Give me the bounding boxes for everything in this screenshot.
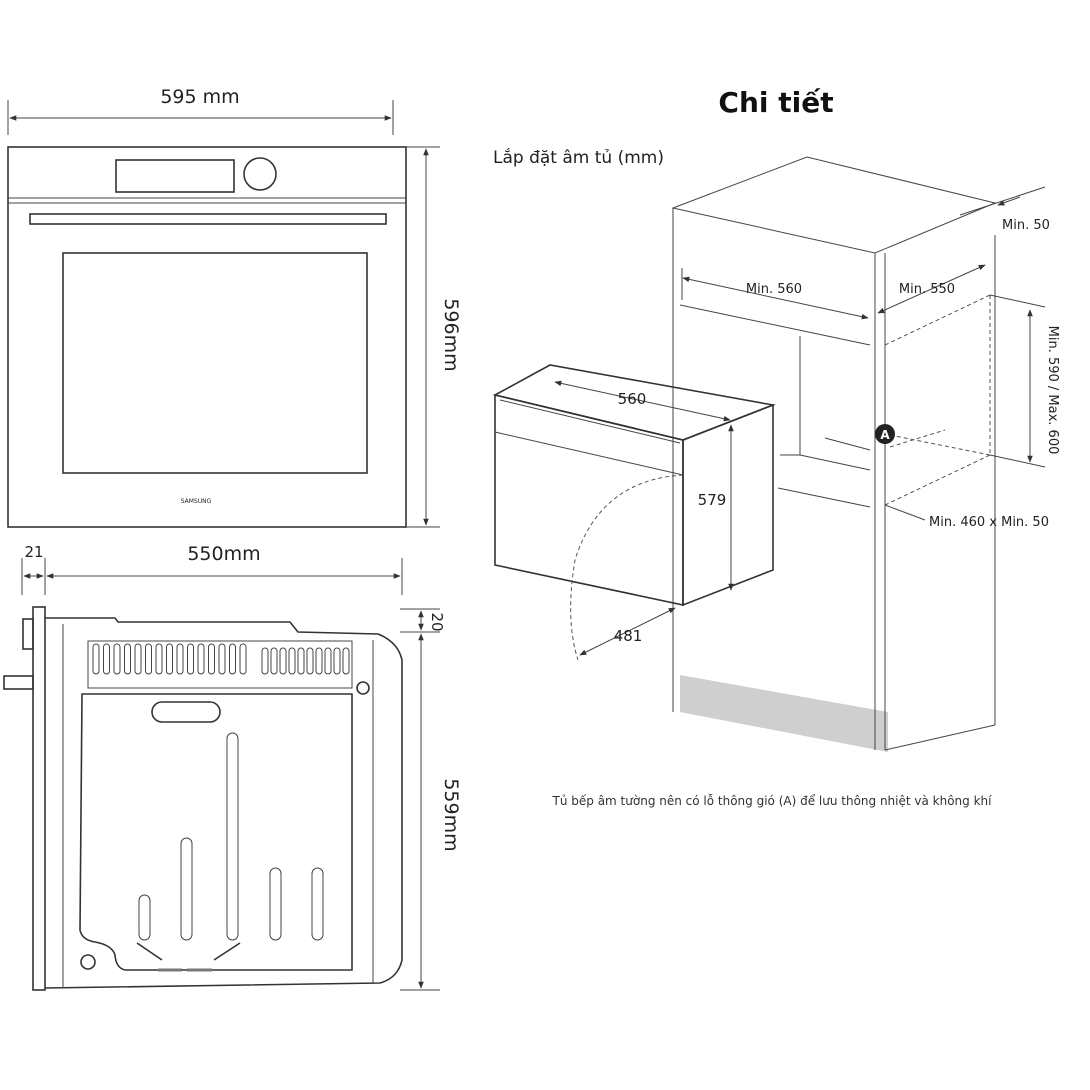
- display-panel: [115, 159, 235, 193]
- cabinet-plinth: [680, 675, 888, 752]
- oven-panel-line: [499, 399, 681, 444]
- vent-size-label: Min. 460 x Min. 50: [929, 515, 1049, 530]
- extension-line: [989, 454, 1046, 468]
- rack-guide: [213, 942, 241, 961]
- side-rib: [138, 894, 151, 941]
- cabinet-width-label: Min. 560: [746, 282, 802, 297]
- extension-line: [989, 294, 1046, 308]
- installation-subtitle: Lắp đặt âm tủ (mm): [493, 147, 664, 168]
- vent-slot: [288, 647, 296, 675]
- brand-logo: SAMSUNG: [181, 498, 212, 505]
- niche-height-label: Min. 590 / Max. 600: [1045, 326, 1060, 455]
- side-rib: [180, 837, 193, 941]
- cabinet-edge: [884, 724, 996, 751]
- side-ribs: [138, 732, 324, 941]
- vent-slot: [155, 643, 163, 675]
- vent-leader-line: [884, 444, 926, 521]
- vent-slot: [134, 643, 142, 675]
- door-open-label: 481: [614, 627, 643, 645]
- vent-slot: [218, 643, 226, 675]
- rear-gap-label: Min. 50: [1002, 218, 1050, 233]
- vent-marker-label: A: [880, 428, 890, 442]
- side-panel: [79, 693, 353, 971]
- ventilation-caption: Tủ bếp âm tường nên có lỗ thông gió (A) …: [552, 794, 993, 808]
- side-rib: [269, 867, 282, 941]
- vent-slot: [261, 647, 269, 675]
- vent-slot: [166, 643, 173, 675]
- extension-line: [959, 186, 1046, 216]
- door-swing-arc: [570, 474, 684, 661]
- vent-slot: [208, 643, 215, 675]
- oven-front-face: [494, 393, 684, 606]
- vent-slot: [324, 647, 332, 675]
- vent-slot: [297, 647, 305, 675]
- top-offset-label: 20: [428, 612, 446, 631]
- door-open-dimension-line: [579, 607, 676, 656]
- vent-slot: [187, 643, 194, 675]
- vent-slot: [239, 643, 247, 675]
- vent-slot: [145, 643, 152, 675]
- niche-bottom: [777, 487, 871, 508]
- cabinet-top: [671, 156, 997, 254]
- vent-slot: [279, 647, 287, 675]
- vent-slot: [113, 643, 121, 675]
- vent-opening: [799, 437, 871, 471]
- side-rib: [226, 732, 239, 941]
- oven-right-face: [682, 403, 774, 607]
- oven-height-label: 579: [698, 491, 727, 509]
- niche-top: [679, 304, 871, 346]
- page-title: Chi tiết: [718, 86, 833, 119]
- vent-slot: [176, 643, 184, 675]
- vent-slot: [124, 643, 131, 675]
- front-view: 595 mm SAMSUNG 596mm: [7, 86, 462, 528]
- vent-slot: [315, 647, 323, 675]
- side-depth-label: 550mm: [187, 543, 260, 565]
- vent-slot: [197, 643, 205, 675]
- door-side-profile: [32, 606, 46, 991]
- knob-stub: [3, 675, 34, 690]
- vent-slots: [92, 643, 350, 675]
- rack-guide: [136, 942, 163, 961]
- vent-slot: [333, 647, 341, 675]
- vent-slot: [306, 647, 314, 675]
- control-knob-side: [22, 618, 34, 650]
- front-width-label: 595 mm: [160, 86, 239, 108]
- vent-slot: [270, 647, 278, 675]
- side-slot: [151, 701, 221, 723]
- side-view: 21 550mm 20 559mm: [3, 543, 462, 991]
- side-rib: [311, 867, 324, 941]
- door-handle: [29, 213, 387, 225]
- side-height-label: 559mm: [440, 778, 462, 851]
- vent-marker: [875, 424, 895, 444]
- screw-hole: [80, 954, 96, 970]
- front-height-label: 596mm: [440, 298, 462, 371]
- vent-panel: [87, 640, 353, 689]
- min-550-dimension-line: [877, 264, 986, 314]
- vent-slot: [92, 643, 100, 675]
- screw-hole: [356, 681, 370, 695]
- oven-front-outline: [7, 146, 407, 528]
- door-thickness-label: 21: [24, 543, 43, 561]
- vent-slot: [342, 647, 350, 675]
- control-knob: [243, 157, 277, 191]
- oven-width-dimension-line: [554, 380, 731, 422]
- oven-panel-line: [494, 431, 684, 476]
- installation-view: Chi tiết Lắp đặt âm tủ (mm) Min. 560 Min…: [492, 86, 1060, 808]
- min-50-arrow: [997, 196, 1021, 206]
- oven-width-label: 560: [618, 390, 647, 408]
- vent-slot: [229, 643, 236, 675]
- vent-slot: [103, 643, 110, 675]
- min-560-dimension-line: [682, 276, 869, 320]
- door-window: [62, 252, 368, 474]
- oven-body-outline: [44, 617, 403, 989]
- niche-hidden-edges: [884, 294, 991, 506]
- cabinet-depth-label: Min. 550: [899, 282, 955, 297]
